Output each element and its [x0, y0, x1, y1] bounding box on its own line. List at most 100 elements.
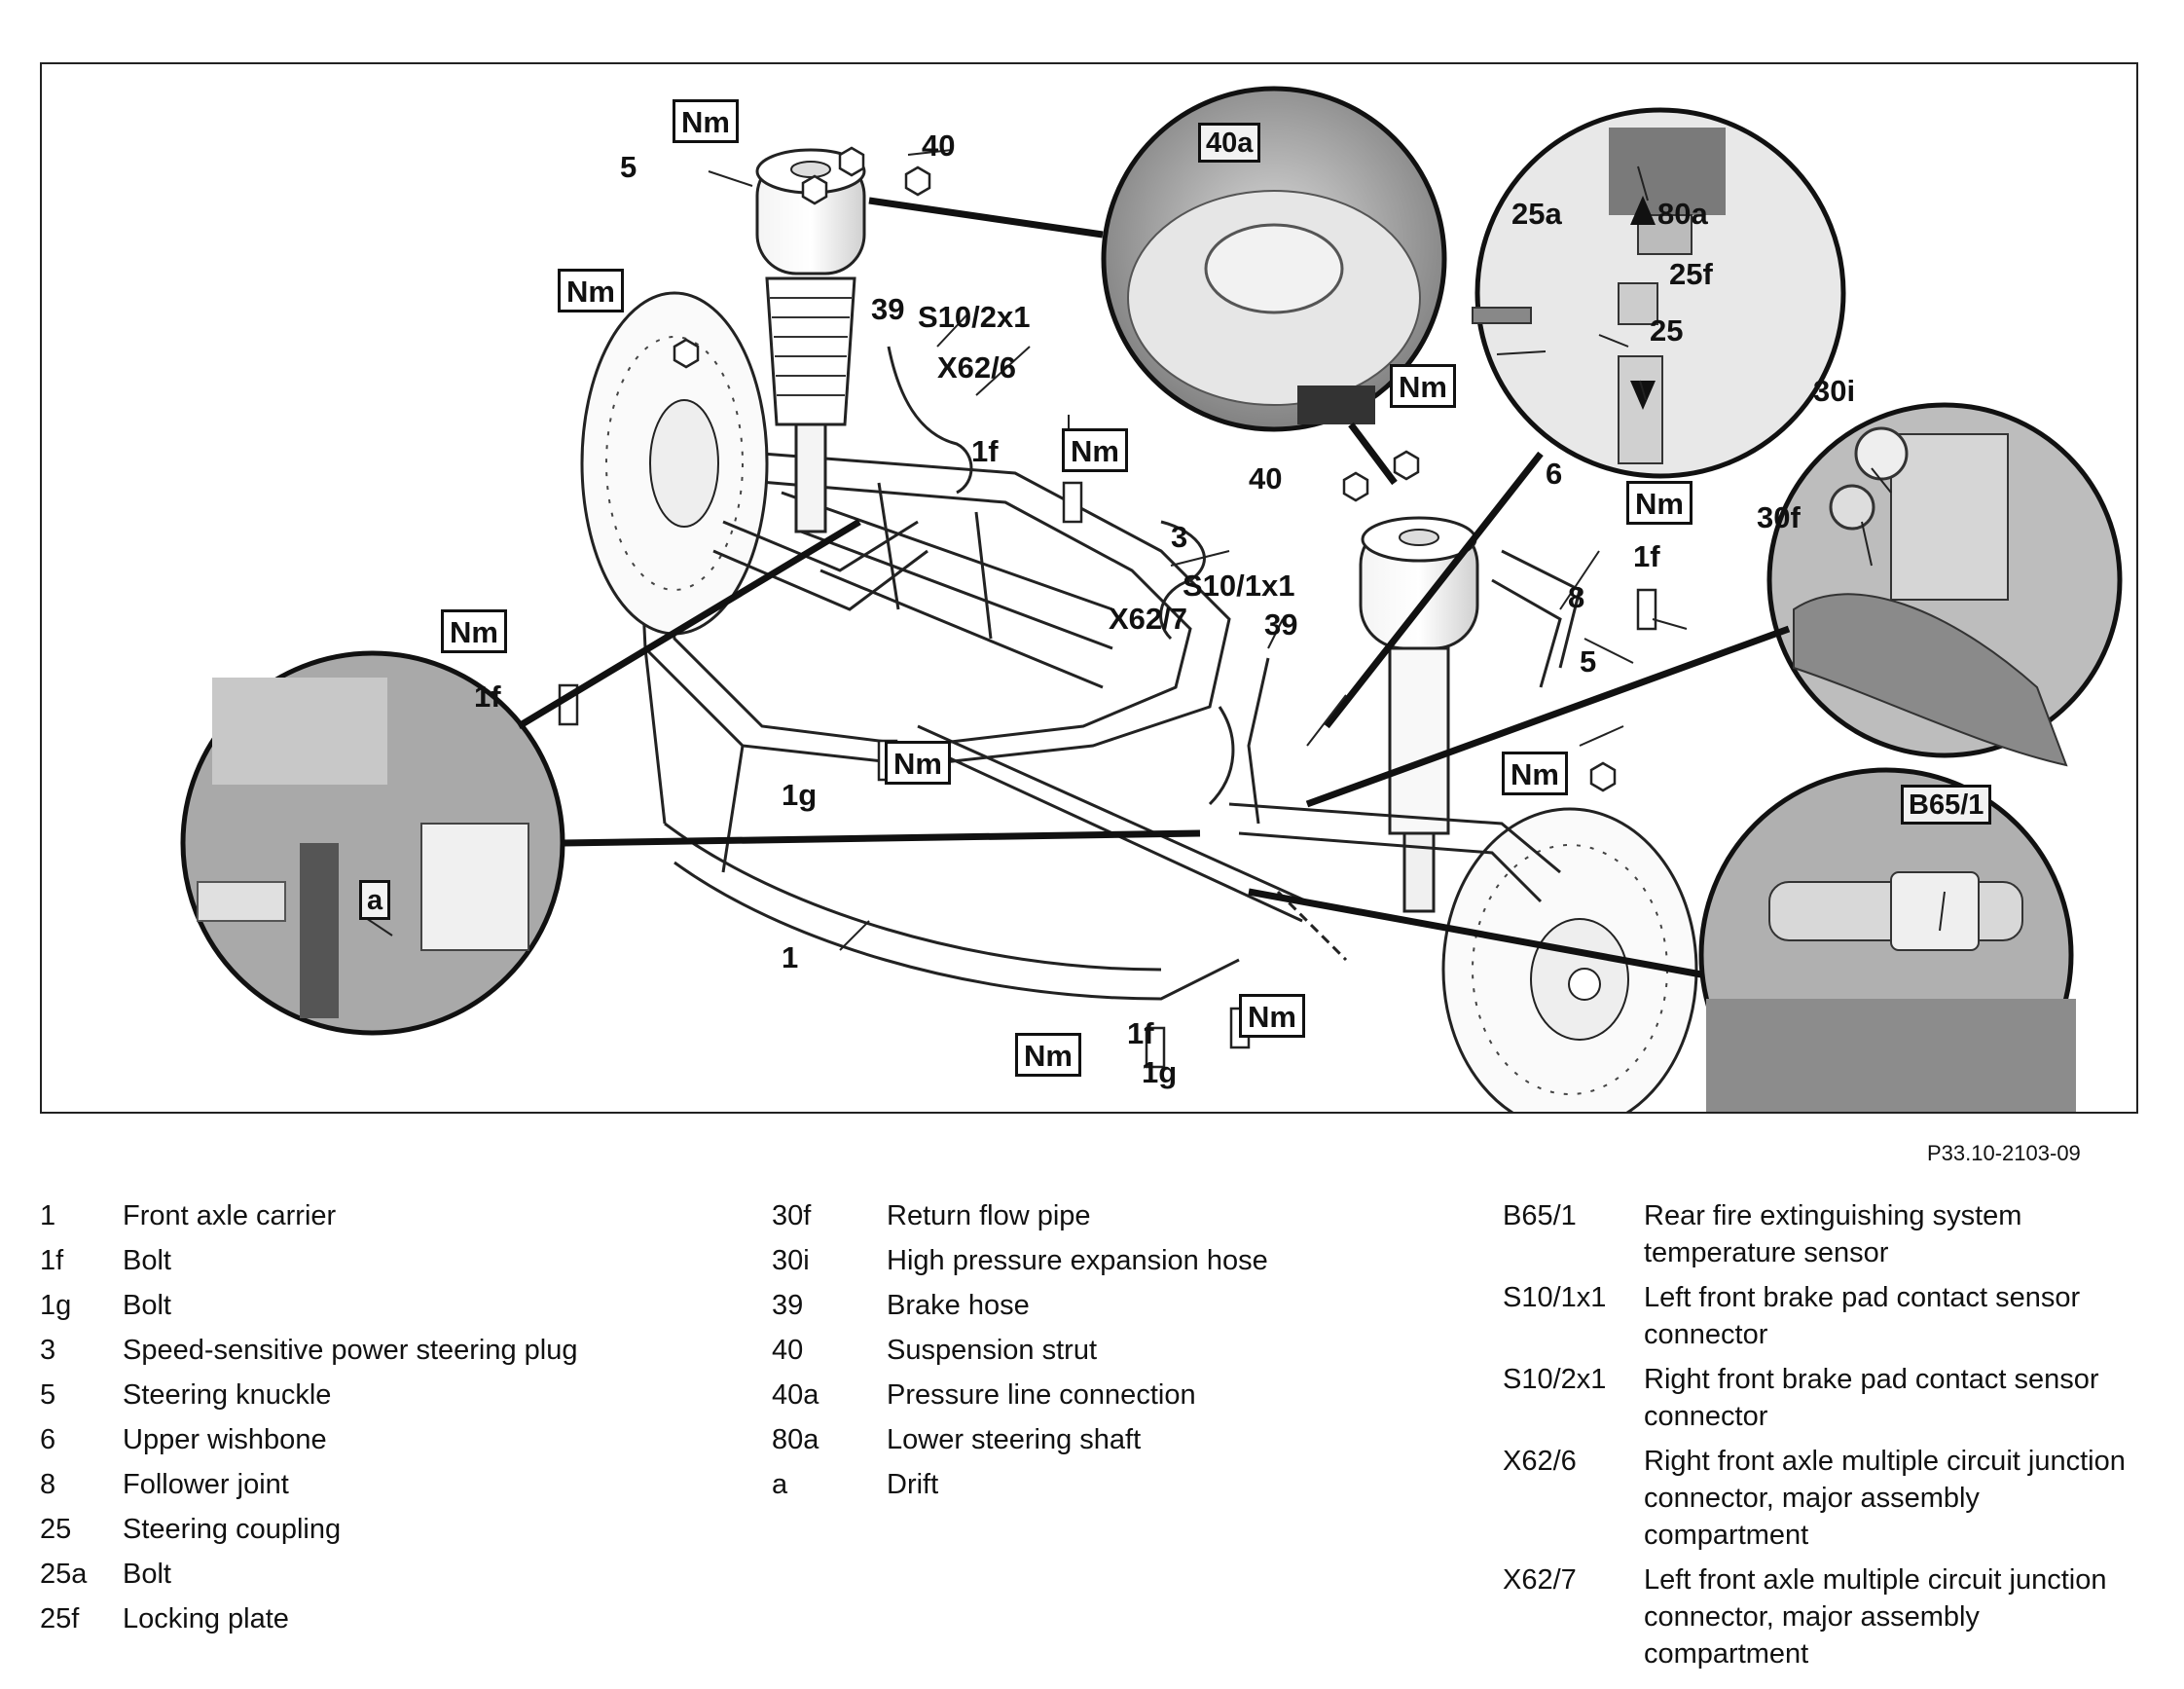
legend-description: Right front axle multiple circuit juncti…	[1644, 1446, 2126, 1551]
legend-code: 6	[40, 1424, 56, 1455]
diagram-artwork	[180, 86, 2123, 1112]
photo-detail-temp-sensor	[1698, 767, 2076, 1112]
legend-description: High pressure expansion hose	[887, 1245, 1268, 1276]
callout-40-mid: 40	[1249, 461, 1283, 496]
photo-detail-pressure-line	[1101, 86, 1447, 432]
legend-description: Front axle carrier	[123, 1200, 337, 1231]
legend-description: Lower steering shaft	[887, 1424, 1142, 1455]
callout-40-top: 40	[922, 129, 956, 163]
callout-39-mid: 39	[1264, 607, 1298, 642]
legend-code: 40a	[772, 1379, 819, 1411]
legend-description: Follower joint	[123, 1469, 289, 1500]
legend-item: 1g Bolt	[40, 1287, 702, 1324]
callout-a: a	[359, 880, 391, 920]
legend-description: Bolt	[123, 1290, 171, 1321]
callout-x62-7: X62/7	[1109, 602, 1188, 636]
steering-rack	[917, 724, 1348, 962]
legend-description: Pressure line connection	[887, 1379, 1196, 1411]
legend-code: 30f	[772, 1200, 812, 1231]
legend-item: 25 Steering coupling	[40, 1511, 702, 1548]
left-brake-disc	[580, 291, 769, 636]
torque-label-7: Nm	[885, 741, 951, 785]
legend-code: S10/2x1	[1503, 1364, 1607, 1395]
callout-1g-bottom: 1g	[1142, 1055, 1178, 1089]
legend-code: 80a	[772, 1424, 819, 1455]
callout-80a: 80a	[1657, 197, 1708, 231]
callout-30f: 30f	[1757, 500, 1801, 534]
callout-1f-left: 1f	[474, 679, 501, 714]
photo-detail-return-flow	[1766, 402, 2123, 767]
legend-code: 25	[40, 1514, 72, 1545]
callout-1f-right: 1f	[1633, 539, 1660, 573]
torque-label-9: Nm	[1239, 994, 1305, 1038]
legend-code: X62/6	[1503, 1446, 1577, 1477]
callout-3: 3	[1171, 520, 1188, 554]
callout-25: 25	[1650, 313, 1684, 348]
legend-description: Steering coupling	[123, 1514, 342, 1545]
left-suspension-strut	[755, 148, 866, 533]
legend-description: Suspension strut	[887, 1335, 1098, 1366]
photo-detail-drift	[180, 650, 565, 1036]
legend-code: 25f	[40, 1603, 80, 1634]
callout-8: 8	[1568, 580, 1585, 614]
leader-lines	[362, 149, 1946, 951]
callout-1: 1	[782, 940, 799, 974]
torque-label-10: Nm	[1015, 1033, 1081, 1077]
callout-s10-1x1: S10/1x1	[1183, 569, 1295, 603]
front-axle-carrier	[634, 442, 1240, 1001]
legend-code: X62/7	[1503, 1564, 1577, 1596]
torque-label-8: Nm	[1502, 752, 1568, 795]
legend-description: Right front brake pad contact sensor con…	[1644, 1364, 2099, 1432]
callout-25f: 25f	[1669, 257, 1713, 291]
legend-column-3: B65/1 Rear fire extinguishing system temp…	[1503, 1197, 2126, 1680]
legend-description: Steering knuckle	[123, 1379, 332, 1411]
legend-item: 1f Bolt	[40, 1242, 702, 1279]
legend-description: Left front axle multiple circuit junctio…	[1644, 1564, 2107, 1670]
callout-5-top: 5	[620, 150, 637, 184]
legend-code: 1	[40, 1200, 56, 1231]
legend-item: 1 Front axle carrier	[40, 1197, 702, 1234]
legend-code: a	[772, 1469, 788, 1500]
callout-6: 6	[1546, 457, 1563, 491]
legend-item: X62/7 Left front axle multiple circuit ju…	[1503, 1561, 2126, 1672]
torque-label-1: Nm	[673, 99, 739, 143]
legend-code: S10/1x1	[1503, 1282, 1607, 1313]
callout-s10-2x1: S10/2x1	[918, 300, 1031, 334]
callout-1f-mid: 1f	[971, 434, 999, 468]
legend-item: B65/1 Rear fire extinguishing system temp…	[1503, 1197, 2126, 1271]
torque-label-5: Nm	[1626, 481, 1693, 525]
wishbones	[712, 520, 1582, 903]
pointer-lines	[517, 197, 1791, 978]
callout-5-right: 5	[1580, 644, 1597, 679]
lines-and-hoses	[887, 346, 1270, 825]
legend-code: B65/1	[1503, 1200, 1577, 1231]
legend-description: Return flow pipe	[887, 1200, 1091, 1231]
right-suspension-strut	[1359, 516, 1479, 913]
legend-description: Rear fire extinguishing system temperatu…	[1644, 1200, 2022, 1268]
callout-1g-mid: 1g	[782, 778, 818, 812]
legend-code: 1g	[40, 1290, 72, 1321]
legend-code: 5	[40, 1379, 56, 1411]
legend-description: Locking plate	[123, 1603, 289, 1634]
legend-description: Bolt	[123, 1245, 171, 1276]
callout-40a: 40a	[1198, 123, 1261, 163]
legend-code: 25a	[40, 1559, 88, 1590]
legend-description: Bolt	[123, 1559, 171, 1590]
legend-item: S10/1x1 Left front brake pad contact sens…	[1503, 1279, 2126, 1353]
legend-code: 39	[772, 1290, 804, 1321]
exploded-diagram: 40 5 39 S10/2x1 X62/6 1f 3 S10/1x1 X62/7…	[40, 62, 2138, 1114]
callout-30i: 30i	[1813, 374, 1856, 408]
legend-item: 40a Pressure line connection	[772, 1377, 1356, 1414]
legend-code: 3	[40, 1335, 56, 1366]
legend-description: Left front brake pad contact sensor conn…	[1644, 1282, 2081, 1350]
legend-code: 1f	[40, 1245, 64, 1276]
